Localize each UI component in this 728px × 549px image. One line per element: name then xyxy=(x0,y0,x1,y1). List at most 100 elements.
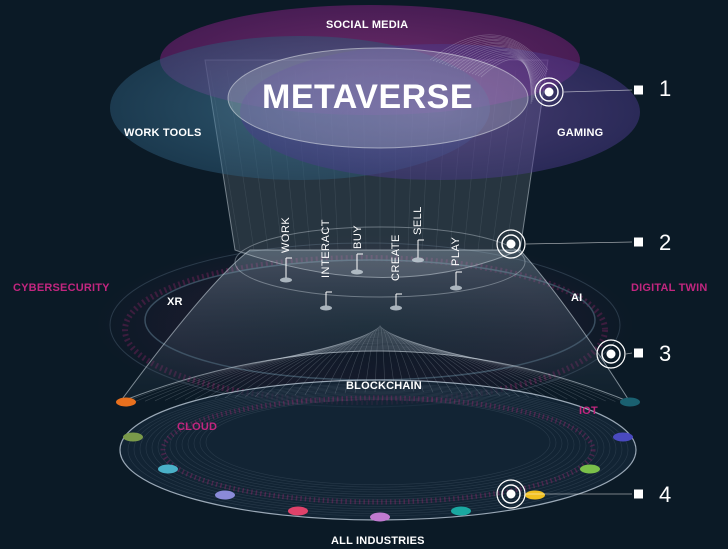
layer-number-4: 4 xyxy=(659,482,672,507)
disc-line xyxy=(181,394,575,495)
activity-label-buy: BUY xyxy=(352,224,364,249)
activity-node xyxy=(412,257,424,263)
swirl-line xyxy=(465,51,537,95)
cybersecurity-label: CYBERSECURITY xyxy=(13,282,110,294)
swirl-line xyxy=(462,50,538,93)
swirl-line xyxy=(435,37,547,75)
swirl-line xyxy=(447,43,543,83)
top-lines xyxy=(429,34,549,105)
marker-ring-outer xyxy=(534,77,564,107)
funnel-line xyxy=(374,325,386,393)
industries-disc-lines xyxy=(127,383,629,517)
industry-dot xyxy=(525,490,545,500)
digital-twin-label: DIGITAL TWIN xyxy=(631,282,708,294)
swirl-line xyxy=(477,57,533,103)
ai-label: AI xyxy=(571,292,583,304)
industry-dot xyxy=(451,506,471,516)
xr-label: XR xyxy=(167,296,183,308)
funnel-line xyxy=(214,341,539,399)
industry-dot xyxy=(620,397,640,407)
funnel-line xyxy=(134,349,616,402)
layer-markers xyxy=(496,77,643,509)
marker-leader xyxy=(525,241,633,245)
blockchain-label: BLOCKCHAIN xyxy=(346,380,422,392)
swirl-line xyxy=(480,58,532,105)
marker-dot xyxy=(506,489,516,499)
activity-label-play: PLAY xyxy=(450,236,462,266)
gaming-label: GAMING xyxy=(557,127,604,139)
disc-line xyxy=(187,395,569,493)
funnel-line xyxy=(124,350,626,403)
funnel-lower-body xyxy=(118,249,632,404)
swirl-line xyxy=(456,47,540,89)
funnel-line xyxy=(364,326,395,393)
marker-ring-inner xyxy=(501,234,521,254)
marker-ring-outer xyxy=(496,229,526,259)
swirl-line xyxy=(441,40,545,79)
activity-label-sell: SELL xyxy=(412,206,424,235)
funnel-line xyxy=(164,346,587,401)
layer-number-2: 2 xyxy=(659,230,672,255)
activity-label-interact: INTERACT xyxy=(320,219,332,278)
activity-stems xyxy=(280,239,462,311)
marker-square xyxy=(634,489,643,499)
marker-leader xyxy=(625,352,633,355)
funnel-line xyxy=(344,328,415,394)
disc-line xyxy=(205,399,551,486)
social-media-label: SOCIAL MEDIA xyxy=(326,19,409,31)
funnel-line xyxy=(254,337,501,398)
swirl-line xyxy=(453,46,541,87)
funnel-line xyxy=(154,347,597,402)
metaverse-core xyxy=(227,47,529,149)
disc-line xyxy=(145,387,611,510)
disc-line xyxy=(199,398,557,488)
swirl-line xyxy=(450,44,542,85)
swirl-line xyxy=(429,34,549,71)
industry-dot xyxy=(116,397,136,407)
marker-ring-outer xyxy=(596,339,626,369)
funnel-line xyxy=(224,340,530,399)
marker-ring-inner xyxy=(539,82,559,102)
swirl-line xyxy=(468,53,536,97)
funnel-line xyxy=(244,338,510,398)
disc-line xyxy=(193,396,563,490)
marker-dot xyxy=(606,349,616,359)
disc-line xyxy=(139,386,617,512)
disc-line xyxy=(175,393,581,498)
funnel-line xyxy=(144,348,606,402)
marker-ring-outer xyxy=(496,479,526,509)
disc-line xyxy=(169,392,587,500)
marker-leader xyxy=(563,89,633,93)
activity-node xyxy=(320,305,332,311)
funnel-line xyxy=(274,335,482,397)
funnel-line xyxy=(284,334,472,396)
activity-node xyxy=(280,277,292,283)
technology-ring-dashed xyxy=(122,255,608,405)
funnel-line xyxy=(314,331,443,395)
disc-line xyxy=(151,388,605,507)
marker-square xyxy=(634,237,643,247)
funnel-line xyxy=(264,336,491,397)
funnel-waist xyxy=(234,226,526,298)
funnel-line xyxy=(184,344,568,400)
industry-dot xyxy=(370,512,390,522)
swirl-line xyxy=(471,54,535,99)
funnel-line xyxy=(354,327,405,393)
swirl-line xyxy=(444,41,544,81)
funnel-line xyxy=(194,343,558,400)
iot-label: IOT xyxy=(579,405,598,417)
activity-label-create: CREATE xyxy=(390,234,402,281)
activity-node xyxy=(450,285,462,291)
swirl-line xyxy=(459,48,539,91)
marker-dot xyxy=(506,239,516,249)
industry-dot xyxy=(613,432,633,442)
marker-ring-inner xyxy=(601,344,621,364)
all-industries-label: ALL INDUSTRIES xyxy=(331,535,425,547)
activity-label-work: WORK xyxy=(280,216,292,253)
swirl-line xyxy=(432,35,548,73)
funnel-line xyxy=(324,330,434,395)
funnel-line xyxy=(174,345,578,401)
funnel-line xyxy=(234,339,520,398)
